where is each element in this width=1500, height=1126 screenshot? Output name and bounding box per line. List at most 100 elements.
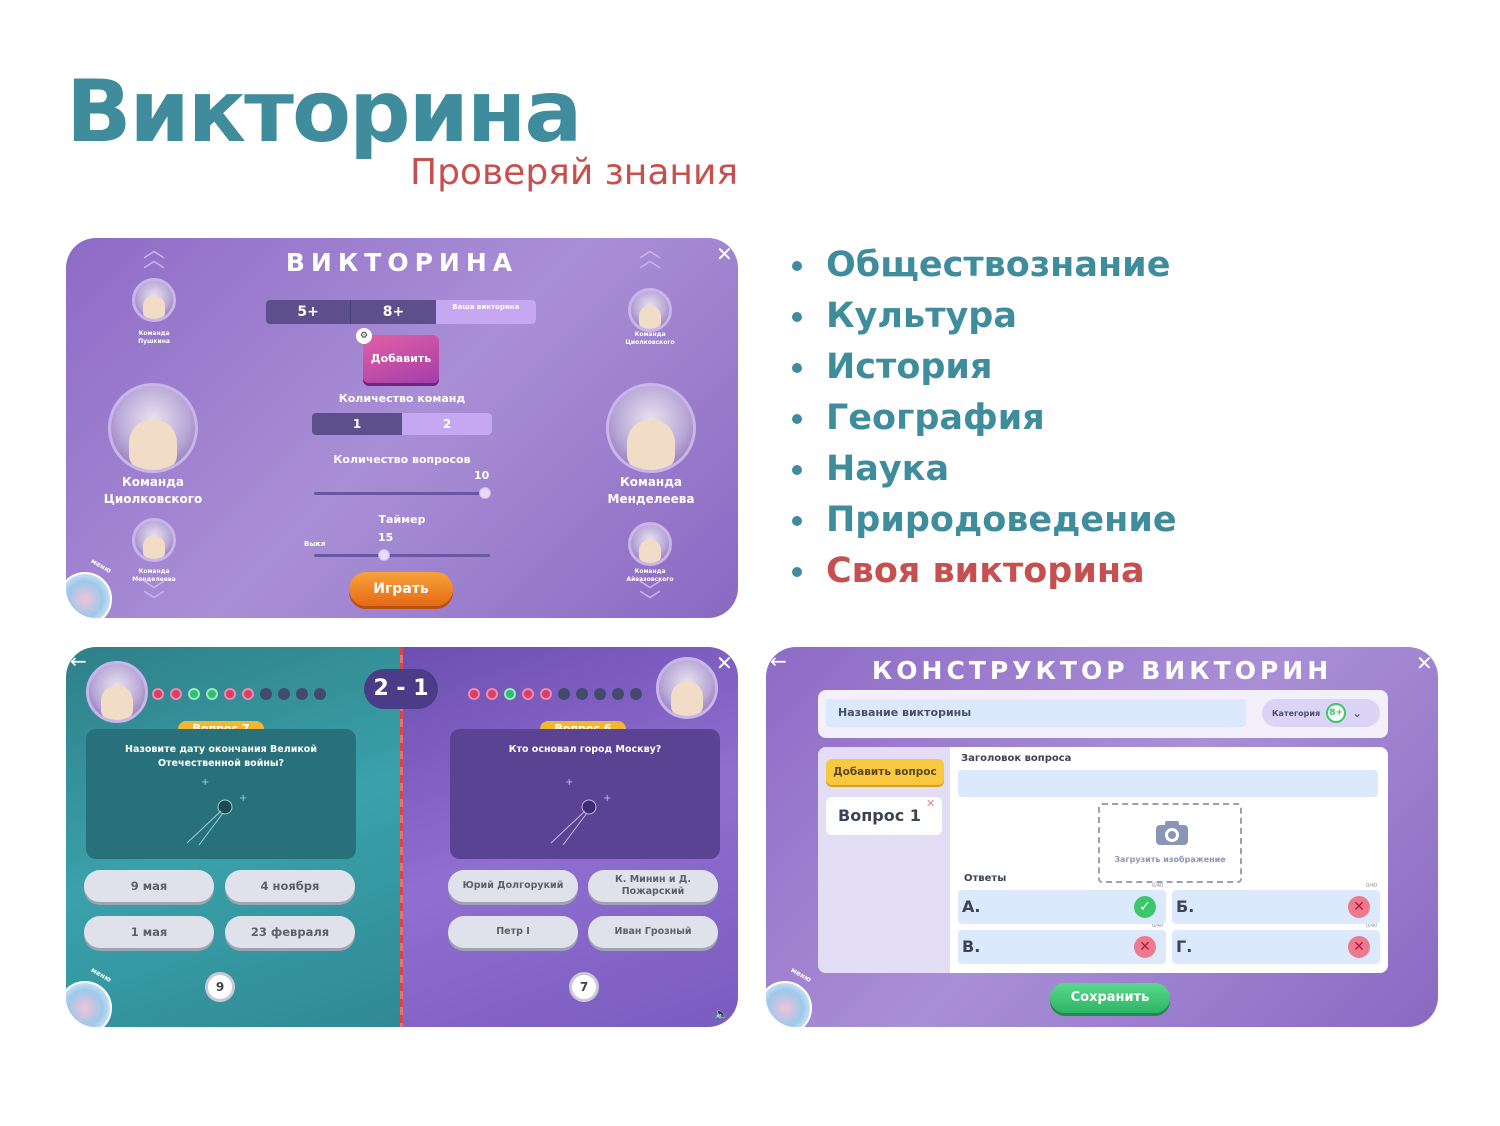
progress-dot-right [206, 688, 218, 700]
progress-dot-wrong [224, 688, 236, 700]
answer-button[interactable]: 4 ноября [225, 870, 355, 902]
save-button[interactable]: Сохранить [1050, 983, 1170, 1013]
avatar [86, 661, 148, 723]
scroll-down-icon[interactable]: ﹀﹀ [638, 580, 661, 615]
close-icon[interactable]: ✕ [926, 797, 936, 810]
questions-count-label: Количество вопросов [333, 453, 471, 466]
bullet-icon [792, 260, 802, 271]
tab-8plus[interactable]: 8+ [350, 300, 435, 324]
answer-button[interactable]: 23 февраля [225, 916, 355, 948]
answer-button[interactable]: Петр I [448, 916, 578, 948]
question-text: Назовите дату окончания Великой Отечеств… [125, 744, 317, 769]
menu-button[interactable] [66, 981, 112, 1027]
progress-dot-wrong [152, 688, 164, 700]
tab-5plus[interactable]: 5+ [297, 304, 319, 320]
score-badge: 2 - 1 [364, 669, 438, 709]
timer-slider-track[interactable] [314, 554, 490, 557]
wrong-cross-icon[interactable]: ✕ [1134, 936, 1156, 958]
team-label-small: Команда Айвазовского [626, 568, 674, 583]
question-text: Кто основал город Москву? [508, 744, 662, 755]
back-arrow-icon[interactable]: ← [770, 649, 787, 673]
progress-dot-empty [314, 688, 326, 700]
progress-dot-right [504, 688, 516, 700]
progress-dot-empty [576, 688, 588, 700]
camera-icon [1156, 821, 1188, 845]
svg-text:+: + [603, 793, 611, 804]
avatar[interactable] [108, 383, 198, 473]
answer-button[interactable]: 9 мая [84, 870, 214, 902]
setup-title: ВИКТОРИНА [285, 248, 519, 277]
progress-dot-empty [260, 688, 272, 700]
avatar[interactable] [132, 518, 176, 562]
progress-dot-wrong [170, 688, 182, 700]
close-icon[interactable]: ✕ [716, 242, 733, 266]
close-icon[interactable]: ✕ [1416, 651, 1433, 675]
correct-check-icon[interactable]: ✓ [1134, 896, 1156, 918]
upload-image-area[interactable]: Загрузить изображение [1098, 803, 1242, 883]
play-button[interactable]: Играть [349, 572, 453, 606]
menu-button[interactable] [66, 572, 112, 618]
teams-option-1[interactable]: 1 [352, 417, 362, 431]
answer-input[interactable]: В. [958, 930, 1166, 964]
category-badge: 8+ [1326, 703, 1347, 723]
bullet-icon [792, 362, 802, 373]
close-icon[interactable]: ✕ [716, 651, 733, 675]
topic-item: История [790, 342, 1177, 393]
divider [400, 647, 403, 1027]
quiz-name-input[interactable]: Название викторины [826, 699, 1246, 727]
questions-slider-handle[interactable] [478, 487, 491, 499]
answer-button[interactable]: 1 мая [84, 916, 214, 948]
scroll-up-icon[interactable]: ︿︿ [142, 238, 165, 273]
settings-icon[interactable]: ⚙ [356, 328, 372, 344]
question-header-label: Заголовок вопроса [961, 753, 1072, 764]
answer-input[interactable]: Б. [1172, 890, 1380, 924]
timer-value: 15 [378, 531, 394, 544]
char-counter: 0/40 [1366, 923, 1378, 929]
avatar[interactable] [132, 278, 176, 322]
scroll-up-icon[interactable]: ︿︿ [638, 238, 661, 273]
topic-item: География [790, 393, 1177, 444]
progress-dot-empty [558, 688, 570, 700]
category-select[interactable]: Категория 8+ ⌄ [1262, 699, 1380, 727]
char-counter: 0/40 [1152, 883, 1164, 889]
answer-input[interactable]: Г. [1172, 930, 1380, 964]
questions-slider-track[interactable] [314, 492, 490, 495]
question-header-input[interactable] [958, 770, 1378, 797]
topic-item-custom: Своя викторина [790, 546, 1177, 597]
tab-custom-quiz[interactable]: Ваша викторина [435, 300, 536, 324]
wrong-cross-icon[interactable]: ✕ [1348, 896, 1370, 918]
wrong-cross-icon[interactable]: ✕ [1348, 936, 1370, 958]
question-card: Кто основал город Москву? + + [450, 729, 720, 859]
svg-text:+: + [565, 777, 573, 788]
avatar[interactable] [628, 288, 672, 332]
progress-dot-empty [594, 688, 606, 700]
age-tabs: 5+ 8+ Ваша викторина [266, 300, 536, 324]
avatar[interactable] [628, 522, 672, 566]
timer-slider-handle[interactable] [378, 549, 391, 561]
team-label-small: Команда Менделеева [132, 568, 176, 583]
avatar[interactable] [606, 383, 696, 473]
answer-button[interactable]: Юрий Долгорукий [448, 870, 578, 902]
sound-icon[interactable]: 🔈 [714, 1007, 729, 1021]
constructor-screen: ← ✕ КОНСТРУКТОР ВИКТОРИН Название виктор… [766, 647, 1438, 1027]
answer-input[interactable]: А. [958, 890, 1166, 924]
page-subtitle: Проверяй знания [410, 152, 738, 193]
scroll-down-icon[interactable]: ﹀﹀ [142, 580, 165, 615]
page-title: Викторина [66, 62, 582, 162]
teams-option-2[interactable]: 2 [402, 413, 492, 435]
question-tab[interactable]: Вопрос 1 [826, 797, 942, 835]
menu-button[interactable] [766, 981, 812, 1027]
back-arrow-icon[interactable]: ← [70, 649, 87, 673]
satellite-icon: + + [186, 777, 247, 845]
add-question-button[interactable]: Добавить вопрос [826, 759, 944, 785]
timer-label: Таймер [378, 513, 426, 526]
svg-text:+: + [239, 793, 247, 804]
svg-text:+: + [201, 777, 209, 788]
add-button[interactable]: Добавить [363, 335, 439, 383]
answer-button[interactable]: К. Минин и Д. Пожарский [588, 870, 718, 902]
timer-badge: 9 [205, 972, 235, 1002]
timer-badge: 7 [569, 972, 599, 1002]
answer-button[interactable]: Иван Грозный [588, 916, 718, 948]
setup-screen: ✕ ВИКТОРИНА ︿︿ ︿︿ ﹀﹀ ﹀﹀ 5+ 8+ Ваша викто… [66, 238, 738, 618]
bullet-icon [792, 464, 802, 475]
